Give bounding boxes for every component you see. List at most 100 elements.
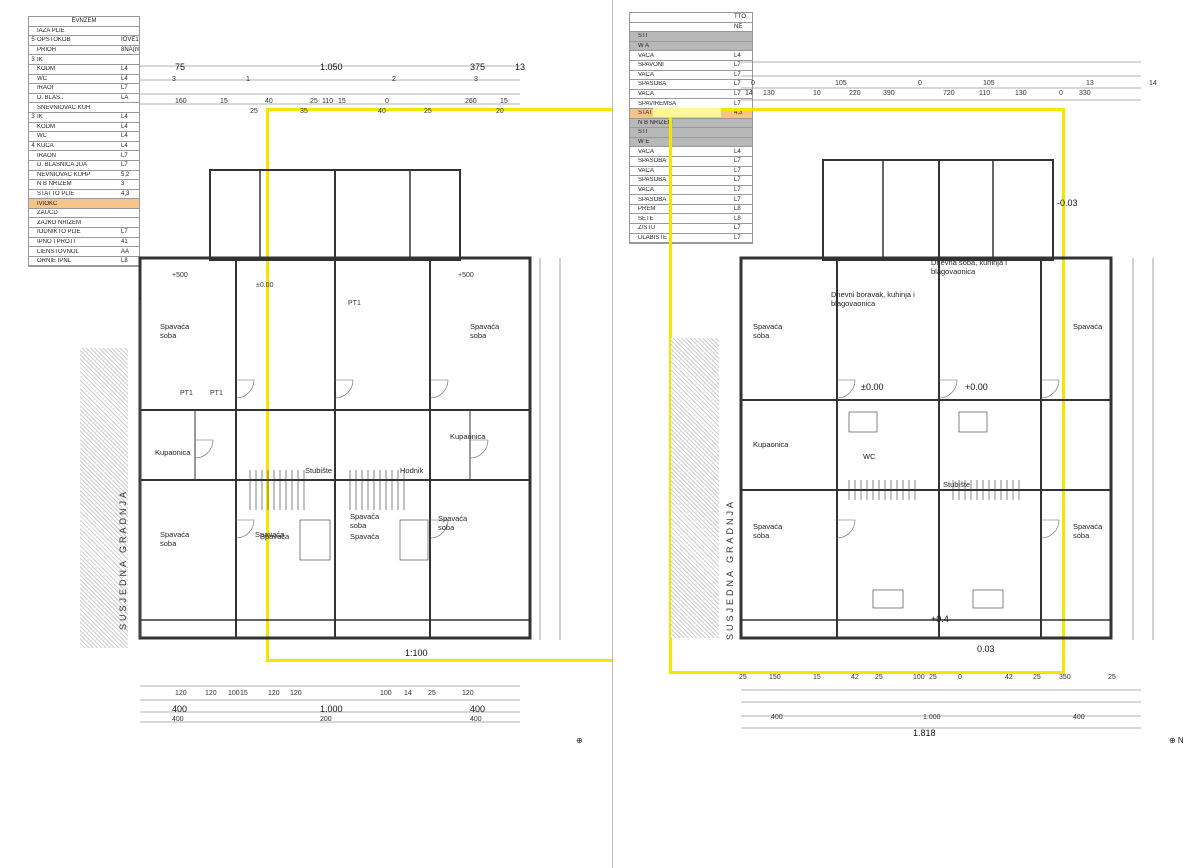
room-label: WC bbox=[863, 452, 876, 461]
legend-cell-n: 3 bbox=[31, 114, 35, 121]
legend-cell-t: Z/STU bbox=[638, 225, 656, 232]
legend-row: W E bbox=[630, 137, 752, 148]
legend-cell-t: WC bbox=[37, 133, 47, 140]
dimension-label: 75 bbox=[175, 62, 186, 72]
scale-label: 1:100 bbox=[405, 648, 428, 658]
room-label: Spavaća soba bbox=[753, 322, 783, 340]
legend-row: STI bbox=[630, 32, 752, 42]
room-label: Spavaća soba bbox=[1073, 522, 1103, 540]
legend-row: N B NRIZEM 3 bbox=[29, 180, 139, 190]
dimension-label: 400 bbox=[771, 714, 783, 721]
dimension-label: 25 bbox=[1108, 674, 1116, 681]
room-label: Stubište bbox=[305, 466, 333, 475]
legend-cell-v: L7 bbox=[121, 162, 128, 169]
dimension-label: 13 bbox=[515, 62, 526, 72]
dimension-label: 2 bbox=[392, 76, 396, 83]
dimension-label: 1.818 bbox=[913, 728, 936, 738]
legend-cell-t: IK bbox=[37, 114, 43, 121]
legend-cell-v: L4 bbox=[734, 52, 741, 59]
legend-cell-t: PREM bbox=[638, 206, 656, 213]
legend-cell-t: N B NRIZEM bbox=[37, 181, 72, 188]
level-mark: +500 bbox=[458, 272, 474, 279]
dimension-label: 120 bbox=[205, 690, 217, 697]
room-label: Spavaća soba bbox=[350, 512, 380, 530]
legend-cell-v: L7 bbox=[734, 225, 741, 232]
legend-cell-t: STI bbox=[638, 129, 648, 136]
neighbour-hatch-right bbox=[671, 338, 719, 638]
legend-cell-t: PRIOH bbox=[37, 47, 57, 54]
dimension-label: 330 bbox=[1079, 90, 1091, 97]
legend-cell-t: SPASOBA bbox=[638, 81, 667, 88]
plan-linework-right bbox=[739, 61, 1154, 729]
dimension-label: 25 bbox=[424, 108, 432, 115]
dimension-label: 15 bbox=[500, 98, 508, 105]
dimension-label: 0 bbox=[751, 80, 755, 87]
legend-cell-v: L7 bbox=[734, 100, 741, 107]
room-label: Spavaća bbox=[260, 532, 290, 541]
dimension-label: 14 bbox=[1149, 80, 1157, 87]
legend-cell-v: L8 bbox=[734, 215, 741, 222]
legend-cell-v: L7 bbox=[734, 158, 741, 165]
room-label: Kupaonica bbox=[155, 448, 191, 457]
legend-cell-t: VACA bbox=[638, 186, 654, 193]
legend-cell-t: IODNIKTO PLIE bbox=[37, 229, 81, 236]
legend-cell-v: L7 bbox=[121, 85, 128, 92]
legend-cell-v: 41 bbox=[121, 238, 128, 245]
level-mark: ±0.00 bbox=[861, 382, 884, 392]
legend-cell-v: 3 bbox=[121, 181, 125, 188]
legend-cell-v: L4 bbox=[121, 123, 128, 130]
dimension-label: 105 bbox=[835, 80, 847, 87]
legend-cell-t: OPSTOKOB bbox=[37, 37, 71, 44]
dimension-label: 0 bbox=[958, 674, 962, 681]
legend-cell-t: VACA bbox=[638, 148, 654, 155]
dimension-label: 1.050 bbox=[320, 62, 343, 72]
room-label: Spavaća soba bbox=[470, 322, 500, 340]
legend-cell-t: VACA bbox=[638, 71, 654, 78]
room-label: Stubište bbox=[943, 480, 971, 489]
room-label: Dnevni boravak, kuhinja i blagovaonica bbox=[831, 290, 915, 308]
legend-cell-v: L7 bbox=[121, 152, 128, 159]
dimension-label: 110 bbox=[322, 98, 334, 105]
level-mark: +0.00 bbox=[965, 382, 988, 392]
dimension-label: 3 bbox=[172, 76, 176, 83]
level-mark: -0.03 bbox=[1057, 198, 1078, 208]
legend-cell-v: 4,3 bbox=[121, 190, 130, 197]
legend-cell-v: TTO bbox=[734, 14, 746, 21]
dimension-label: 0 bbox=[385, 98, 389, 105]
legend-row: VACA L4 bbox=[630, 51, 752, 61]
dimension-label: 120 bbox=[290, 690, 302, 697]
level-mark: +0.4 bbox=[931, 614, 949, 624]
legend-cell-t: VACA bbox=[638, 52, 654, 59]
dimension-label: 375 bbox=[470, 62, 486, 72]
dimension-label: 25 bbox=[428, 690, 436, 697]
legend-cell-v: L7 bbox=[734, 62, 741, 69]
legend-cell-t: KODM bbox=[37, 66, 55, 73]
legend-cell-t: STATTO PLIE bbox=[37, 190, 75, 197]
legend-row: N B NRIZEM bbox=[630, 118, 752, 129]
legend-cell-n: 4 bbox=[31, 143, 35, 150]
legend-highlight-bar-right bbox=[653, 108, 721, 117]
legend-cell-v: L7 bbox=[734, 71, 741, 78]
legend-cell-v: L4 bbox=[121, 143, 128, 150]
legend-row: TTO bbox=[630, 13, 752, 23]
legend-cell-t: SNEVNIOVAC KUH bbox=[37, 104, 91, 111]
legend-cell-v: 5,2 bbox=[121, 171, 130, 178]
legend-cell-v: 8NA(m bbox=[121, 47, 139, 54]
dimension-label: 40 bbox=[378, 108, 386, 115]
room-label: Dnevna soba, kuhinja i blagovaonica bbox=[931, 258, 1007, 276]
dimension-label: 1.000 bbox=[923, 714, 941, 721]
dimension-label: 130 bbox=[1015, 90, 1027, 97]
legend-cell-v: NE bbox=[734, 23, 743, 30]
dimension-label: 105 bbox=[983, 80, 995, 87]
